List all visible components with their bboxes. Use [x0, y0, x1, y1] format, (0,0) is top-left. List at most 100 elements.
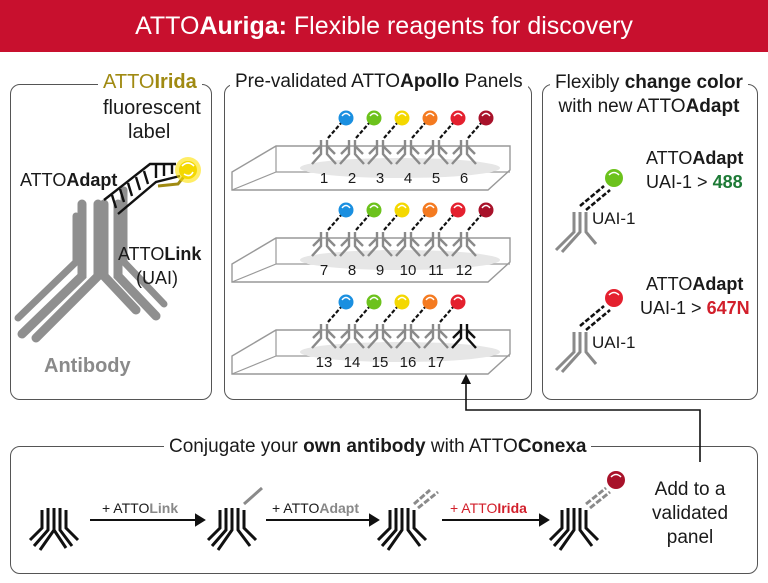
dye-icon	[422, 294, 438, 310]
adapt-a-prefix: ATTO	[646, 148, 693, 168]
adapt-ladder-icon	[103, 162, 181, 215]
uai-label: (UAI)	[136, 268, 178, 288]
right-antibody-1	[554, 169, 623, 254]
adapt-a-bold: Adapt	[692, 148, 744, 168]
change-color-title: Flexibly change color with new ATTOAdapt	[550, 71, 748, 119]
conexa-own-antibody: own antibody	[303, 436, 426, 457]
panel-number: 2	[347, 170, 357, 187]
bottom-antibody-irida	[548, 471, 625, 551]
uai-647-line: UAI-1 > 647N	[640, 298, 750, 319]
slide-antibody	[311, 110, 354, 165]
add-line-3: panel	[666, 527, 714, 548]
header-title-bold: Auriga:	[199, 11, 287, 40]
antibody-label: Antibody	[44, 355, 131, 377]
dye-icon	[338, 202, 354, 218]
bottom-antibody-link	[206, 486, 263, 551]
add-to-panel-connector	[465, 380, 701, 462]
link-bold: Link	[164, 244, 202, 264]
change-title-l2-bold: Adapt	[685, 96, 740, 117]
dye-icon	[450, 294, 466, 310]
add-line-2: validated	[652, 503, 729, 524]
slide-antibody	[339, 294, 382, 349]
uai-small-2: UAI-1	[592, 333, 636, 352]
irida-title: ATTOIrida	[98, 71, 202, 93]
link-prefix: ATTO	[118, 244, 165, 264]
dye-icon	[366, 294, 382, 310]
slide-antibody	[367, 202, 410, 257]
step-adapt-label: + ATTOAdapt	[272, 500, 359, 516]
gt-2: >	[691, 298, 702, 318]
adapt-label: ATTOAdapt	[20, 170, 117, 191]
step2-bold: Adapt	[319, 500, 360, 516]
right-panel	[542, 84, 758, 400]
adapt-prefix: ATTO	[20, 170, 67, 190]
panel-number: 16	[399, 354, 417, 371]
conexa-mid: with ATTO	[425, 436, 518, 457]
dye-icon	[422, 110, 438, 126]
slide-antibody	[395, 294, 438, 349]
slide-antibody	[451, 324, 477, 349]
dye-icon	[394, 110, 410, 126]
step-arrows	[90, 513, 550, 527]
left-panel	[10, 84, 212, 400]
dye-icon	[478, 110, 494, 126]
panel-number: 9	[375, 262, 385, 279]
slide-antibody	[451, 110, 494, 165]
gt-1: >	[697, 172, 708, 192]
dye-icon	[366, 202, 382, 218]
dye-icon	[450, 110, 466, 126]
value-647n: 647N	[706, 298, 750, 318]
uai-small-1: UAI-1	[592, 209, 636, 228]
slide-antibody	[423, 110, 466, 165]
conexa-bold: Conexa	[517, 436, 587, 457]
dye-icon	[422, 202, 438, 218]
apollo-title-prefix: Pre-validated ATTO	[235, 71, 401, 92]
irida-bold: Irida	[154, 71, 197, 93]
uai-2-text: UAI-1	[640, 298, 687, 318]
adapt-bold: Adapt	[66, 170, 118, 190]
antibody-large-icon	[14, 186, 168, 343]
panel-number: 3	[375, 170, 385, 187]
panel-number: 11	[428, 262, 444, 279]
conexa-title: Conjugate your own antibody with ATTOCon…	[164, 436, 592, 458]
irida-dye-icon	[175, 157, 201, 183]
apollo-title-bold: Apollo	[400, 71, 460, 92]
header-title-prefix: ATTO	[135, 11, 200, 40]
bottom-antibody-adapt	[376, 488, 439, 551]
panel-number: 6	[459, 170, 469, 187]
step-link-label: + ATTOLink	[102, 500, 178, 516]
panel-number: 10	[399, 262, 417, 279]
value-488: 488	[712, 172, 743, 192]
header-title-rest: Flexible reagents for discovery	[286, 11, 633, 40]
slide-antibody	[339, 110, 382, 165]
adapt-b-bold: Adapt	[692, 274, 744, 294]
dye-icon	[450, 202, 466, 218]
right-antibody-2	[554, 289, 623, 374]
adapt-b-prefix: ATTO	[646, 274, 693, 294]
dye-icon	[394, 202, 410, 218]
dye-icon	[338, 110, 354, 126]
panel-number: 17	[427, 354, 445, 371]
step1-prefix: + ATTO	[102, 500, 150, 516]
step3-prefix: + ATTO	[450, 500, 498, 516]
adapt-647-heading: ATTOAdapt	[646, 274, 743, 295]
panel-number: 7	[319, 262, 329, 279]
irida-prefix: ATTO	[103, 71, 155, 93]
add-to-panel-text: Add to a validated panel	[652, 478, 728, 550]
adapt-488-heading: ATTOAdapt	[646, 148, 743, 169]
link-label: ATTOLink	[118, 244, 201, 265]
change-title-l1-bold: change color	[624, 72, 743, 93]
slide-antibody	[367, 110, 410, 165]
slide-antibody	[339, 202, 382, 257]
slide-antibody	[423, 202, 466, 257]
add-line-1: Add to a	[654, 479, 726, 500]
step2-prefix: + ATTO	[272, 500, 320, 516]
apollo-title-suffix: Panels	[459, 71, 523, 92]
panel-number: 8	[347, 262, 357, 279]
slide-antibody	[311, 202, 354, 257]
bottom-panel	[10, 446, 758, 574]
panel-number: 4	[403, 170, 413, 187]
slide-antibody	[395, 110, 438, 165]
